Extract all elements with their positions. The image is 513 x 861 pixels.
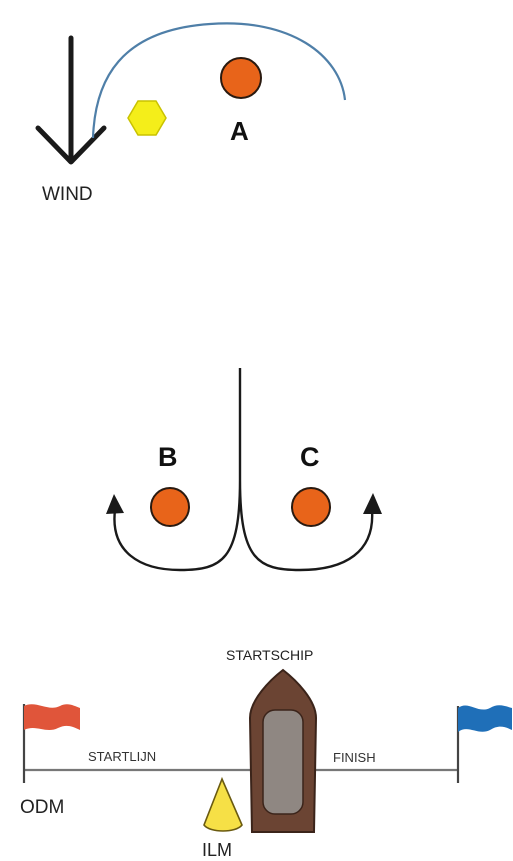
gate-course-lines [114,368,372,570]
odm-label: ODM [20,797,64,818]
committee-boat-label: STARTSCHIP [226,647,313,663]
mark-b-buoy [151,488,189,526]
mark-b-label: B [158,442,178,472]
left-turn-arrowhead-icon [106,494,124,514]
ilm-label: ILM [202,840,232,860]
mark-c-buoy [292,488,330,526]
yellow-hexagon-icon [128,101,166,135]
blue-flag-icon [458,705,512,783]
mark-a-label: A [230,116,249,146]
start-line-label: STARTLIJN [88,749,156,764]
mark-a-buoy [221,58,261,98]
committee-boat-icon [250,670,316,832]
right-turn-arrowhead-icon [363,493,382,514]
red-flag-icon [24,704,80,783]
finish-label: FINISH [333,750,376,765]
yellow-cone-icon [204,779,242,831]
wind-label: WIND [42,184,93,205]
mark-c-label: C [300,442,320,472]
wind-arrow-icon [38,38,104,162]
